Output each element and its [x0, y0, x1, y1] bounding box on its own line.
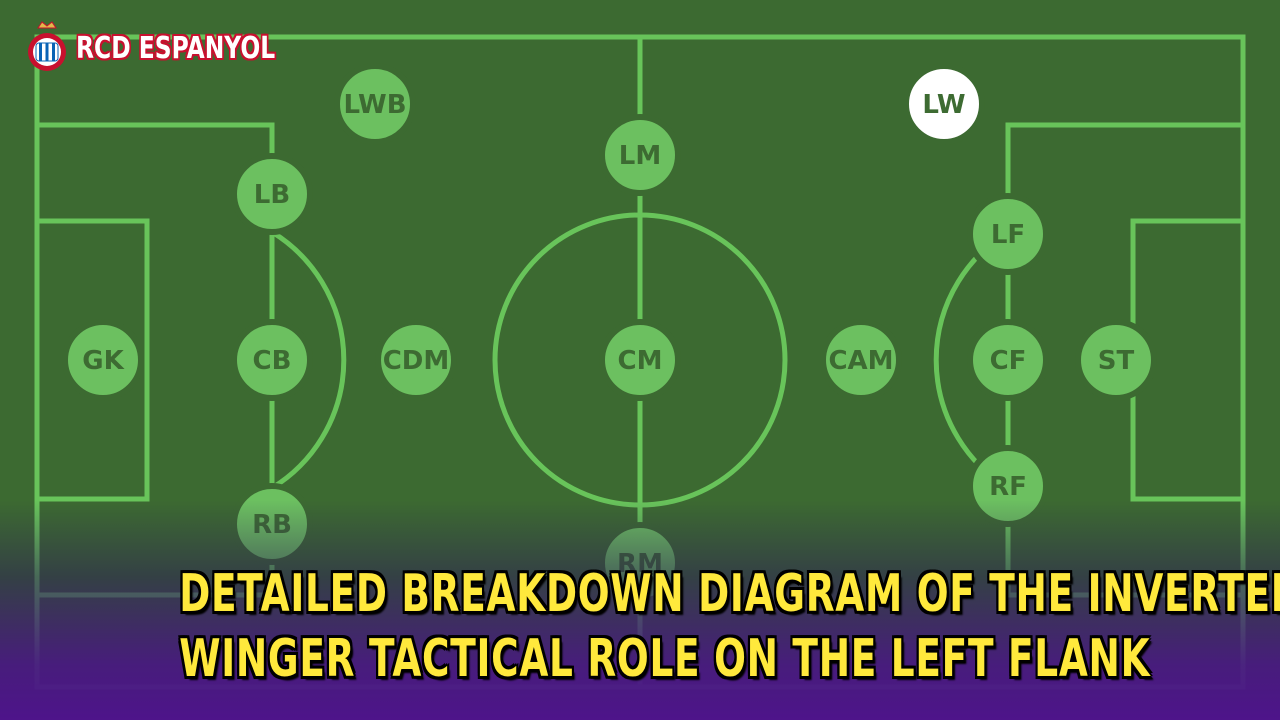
position-label-rb: RB — [252, 510, 292, 540]
position-gk[interactable]: GK — [62, 319, 144, 401]
position-rf[interactable]: RF — [967, 445, 1049, 527]
caption-line-2: WINGER TACTICAL ROLE ON THE LEFT FLANK — [179, 629, 1151, 689]
right-penalty-arc — [933, 229, 1010, 491]
left-penalty-arc — [270, 229, 347, 491]
position-lm[interactable]: LM — [599, 114, 681, 196]
position-rb[interactable]: RB — [231, 483, 313, 565]
position-label-gk: GK — [82, 346, 124, 376]
caption: DETAILED BREAKDOWN DIAGRAM OF THE INVERT… — [179, 562, 1280, 692]
position-lw-highlighted[interactable]: LW — [903, 63, 985, 145]
position-label-rf: RF — [989, 472, 1027, 502]
position-label-cdm: CDM — [383, 346, 450, 376]
position-label-lf: LF — [991, 220, 1025, 250]
caption-line-1: DETAILED BREAKDOWN DIAGRAM OF THE INVERT… — [179, 564, 1280, 624]
position-cam[interactable]: CAM — [820, 319, 902, 401]
position-label-lb: LB — [254, 180, 290, 210]
position-label-cam: CAM — [828, 346, 893, 376]
position-cb[interactable]: CB — [231, 319, 313, 401]
position-lwb[interactable]: LWB — [334, 63, 416, 145]
espanyol-crest-icon — [28, 21, 66, 71]
club-name: RCD ESPANYOL — [76, 30, 276, 66]
left-goal-area — [34, 218, 150, 502]
position-cf[interactable]: CF — [967, 319, 1049, 401]
position-lb[interactable]: LB — [231, 153, 313, 235]
position-label-lw: LW — [922, 90, 965, 120]
position-label-cb: CB — [253, 346, 292, 376]
position-cm[interactable]: CM — [599, 319, 681, 401]
position-label-lm: LM — [619, 141, 661, 171]
club-logo: RCD ESPANYOL — [26, 18, 331, 78]
position-label-cm: CM — [618, 346, 663, 376]
position-lf[interactable]: LF — [967, 193, 1049, 275]
position-label-st: ST — [1098, 346, 1135, 376]
position-label-cf: CF — [990, 346, 1027, 376]
position-label-lwb: LWB — [343, 90, 406, 120]
position-st[interactable]: ST — [1075, 319, 1157, 401]
position-cdm[interactable]: CDM — [375, 319, 457, 401]
position-tokens: GK LB CB RB LWB CDM LM CM — [62, 63, 1157, 604]
